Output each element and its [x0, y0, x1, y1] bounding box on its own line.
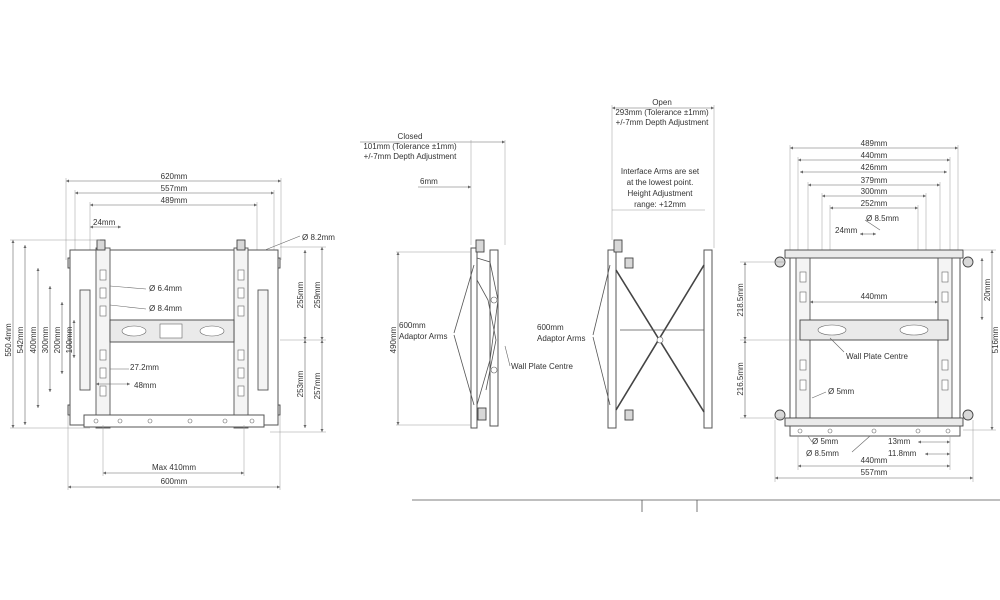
- wp-width-440-top: 440mm: [861, 151, 888, 160]
- closed-height-490: 490mm: [389, 326, 398, 353]
- front-hole-6-4: Ø 6.4mm: [149, 284, 182, 293]
- open-view: Open 293mm (Tolerance ±1mm) +/-7mm Depth…: [537, 98, 715, 429]
- wp-width-557: 557mm: [861, 468, 888, 477]
- front-dim-259: 259mm: [313, 281, 322, 308]
- open-title: Open: [652, 98, 672, 107]
- wp-width-489: 489mm: [861, 139, 888, 148]
- front-height-100: 100mm: [65, 326, 74, 353]
- wp-wall-plate: Wall Plate Centre: [846, 352, 909, 361]
- open-note-line3: Height Adjustment: [628, 189, 694, 198]
- wp-height-218-5: 218.5mm: [736, 283, 745, 317]
- wp-hole-5-bottom: Ø 5mm: [812, 437, 839, 446]
- wp-width-300: 300mm: [861, 187, 888, 196]
- front-hole-8-4: Ø 8.4mm: [149, 304, 182, 313]
- open-depth-adjust: +/-7mm Depth Adjustment: [616, 118, 709, 127]
- open-arms-line1: 600mm: [537, 323, 564, 332]
- closed-view: Closed 101mm (Tolerance ±1mm) +/-7mm Dep…: [360, 132, 574, 429]
- open-tolerance: 293mm (Tolerance ±1mm): [615, 108, 709, 117]
- closed-tolerance: 101mm (Tolerance ±1mm): [363, 142, 457, 151]
- front-width-600: 600mm: [161, 477, 188, 486]
- front-max-410: Max 410mm: [152, 463, 196, 472]
- wp-width-252: 252mm: [861, 199, 888, 208]
- wp-width-379: 379mm: [861, 176, 888, 185]
- closed-dim-6: 6mm: [420, 177, 438, 186]
- front-dim-253: 253mm: [296, 370, 305, 397]
- closed-depth-adjust: +/-7mm Depth Adjustment: [364, 152, 457, 161]
- wp-dim-24: 24mm: [835, 226, 858, 235]
- front-dim-27-2: 27.2mm: [130, 363, 159, 372]
- front-width-489: 489mm: [161, 196, 188, 205]
- front-width-620: 620mm: [161, 172, 188, 181]
- wall-plate-view: 489mm 440mm 426mm 379mm 300mm 252mm Ø 8.…: [736, 139, 1000, 482]
- front-height-542: 542mm: [16, 326, 25, 353]
- front-hole-8-2: Ø 8.2mm: [302, 233, 335, 242]
- wp-height-20: 20mm: [983, 279, 992, 302]
- front-width-557: 557mm: [161, 184, 188, 193]
- title-block: [412, 499, 1000, 512]
- wp-width-440-bottom: 440mm: [861, 456, 888, 465]
- front-dim-255: 255mm: [296, 281, 305, 308]
- front-dim-48: 48mm: [134, 381, 157, 390]
- wp-hole-5-mid: Ø 5mm: [828, 387, 855, 396]
- front-height-300: 300mm: [41, 326, 50, 353]
- front-view: 620mm 557mm 489mm 24mm: [4, 172, 335, 490]
- wp-hole-8-5-top: Ø 8.5mm: [866, 214, 899, 223]
- wp-dim-13: 13mm: [888, 437, 911, 446]
- wp-height-516: 516mm: [991, 326, 1000, 353]
- wp-dim-11-8: 11.8mm: [888, 449, 917, 458]
- closed-title: Closed: [398, 132, 423, 141]
- closed-arms-line1: 600mm: [399, 321, 426, 330]
- open-note-line2: at the lowest point.: [627, 178, 694, 187]
- wp-width-440-mid: 440mm: [861, 292, 888, 301]
- open-note-line1: Interface Arms are set: [621, 167, 700, 176]
- front-height-400: 400mm: [29, 326, 38, 353]
- wp-width-426: 426mm: [861, 163, 888, 172]
- front-height-550-4: 550.4mm: [4, 323, 13, 357]
- open-arms-line2: Adaptor Arms: [537, 334, 585, 343]
- open-note-line4: range: +12mm: [634, 200, 686, 209]
- front-dim-257: 257mm: [313, 372, 322, 399]
- front-dim-24: 24mm: [93, 218, 116, 227]
- wp-hole-8-5-bottom: Ø 8.5mm: [806, 449, 839, 458]
- front-height-200: 200mm: [53, 326, 62, 353]
- wp-height-216-5: 216.5mm: [736, 362, 745, 396]
- closed-wall-plate: Wall Plate Centre: [511, 362, 574, 371]
- closed-arms-line2: Adaptor Arms: [399, 332, 447, 341]
